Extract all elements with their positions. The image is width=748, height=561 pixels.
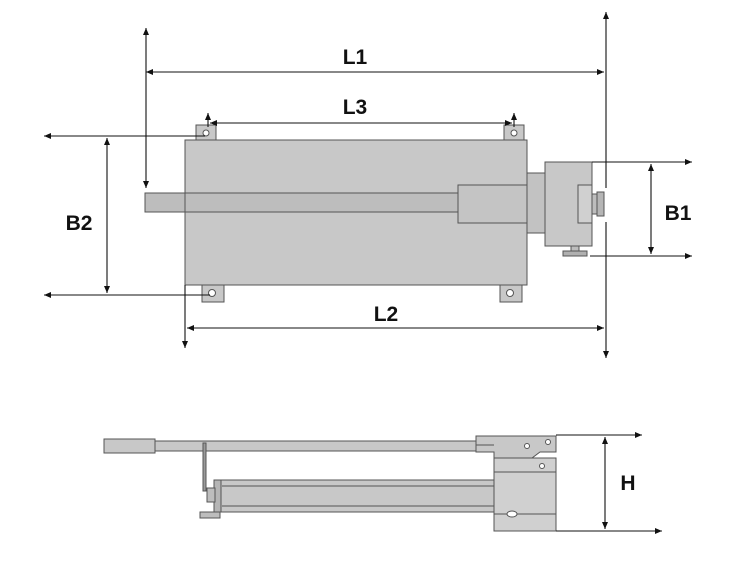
release-valve-cap xyxy=(596,191,605,217)
mounting-hole xyxy=(208,289,216,297)
mounting-hole xyxy=(506,289,514,297)
dimension-label-l2: L2 xyxy=(374,303,399,326)
mounting-hole xyxy=(510,129,518,137)
outlet-port xyxy=(570,245,580,252)
handle-rod xyxy=(144,192,459,213)
support-foot xyxy=(199,511,221,519)
mounting-hole xyxy=(202,129,210,137)
handle-grip xyxy=(103,438,156,454)
outlet-fitting xyxy=(562,250,588,257)
release-valve-knob xyxy=(591,193,598,215)
dimension-lines xyxy=(44,12,692,534)
dimension-label-h: H xyxy=(620,472,635,495)
dimension-label-b1: B1 xyxy=(665,202,692,225)
dimension-label-b2: B2 xyxy=(66,212,93,235)
lever-pivot-block xyxy=(475,435,557,459)
dimension-label-l1: L1 xyxy=(343,46,368,69)
pivot-pin xyxy=(545,439,551,445)
top-view xyxy=(144,124,605,303)
side-view xyxy=(103,435,557,532)
handle-lock-pin xyxy=(202,442,207,492)
pump-body-side xyxy=(493,457,557,532)
port-hole xyxy=(506,510,518,518)
pivot-pin xyxy=(524,443,530,449)
reservoir-side xyxy=(216,479,497,513)
port-hole xyxy=(539,463,545,469)
pump-head-face xyxy=(577,184,593,224)
dimension-label-l3: L3 xyxy=(343,96,368,119)
pump-head-neck xyxy=(526,172,546,234)
plunger-sleeve xyxy=(457,184,528,224)
end-flange xyxy=(206,487,216,503)
